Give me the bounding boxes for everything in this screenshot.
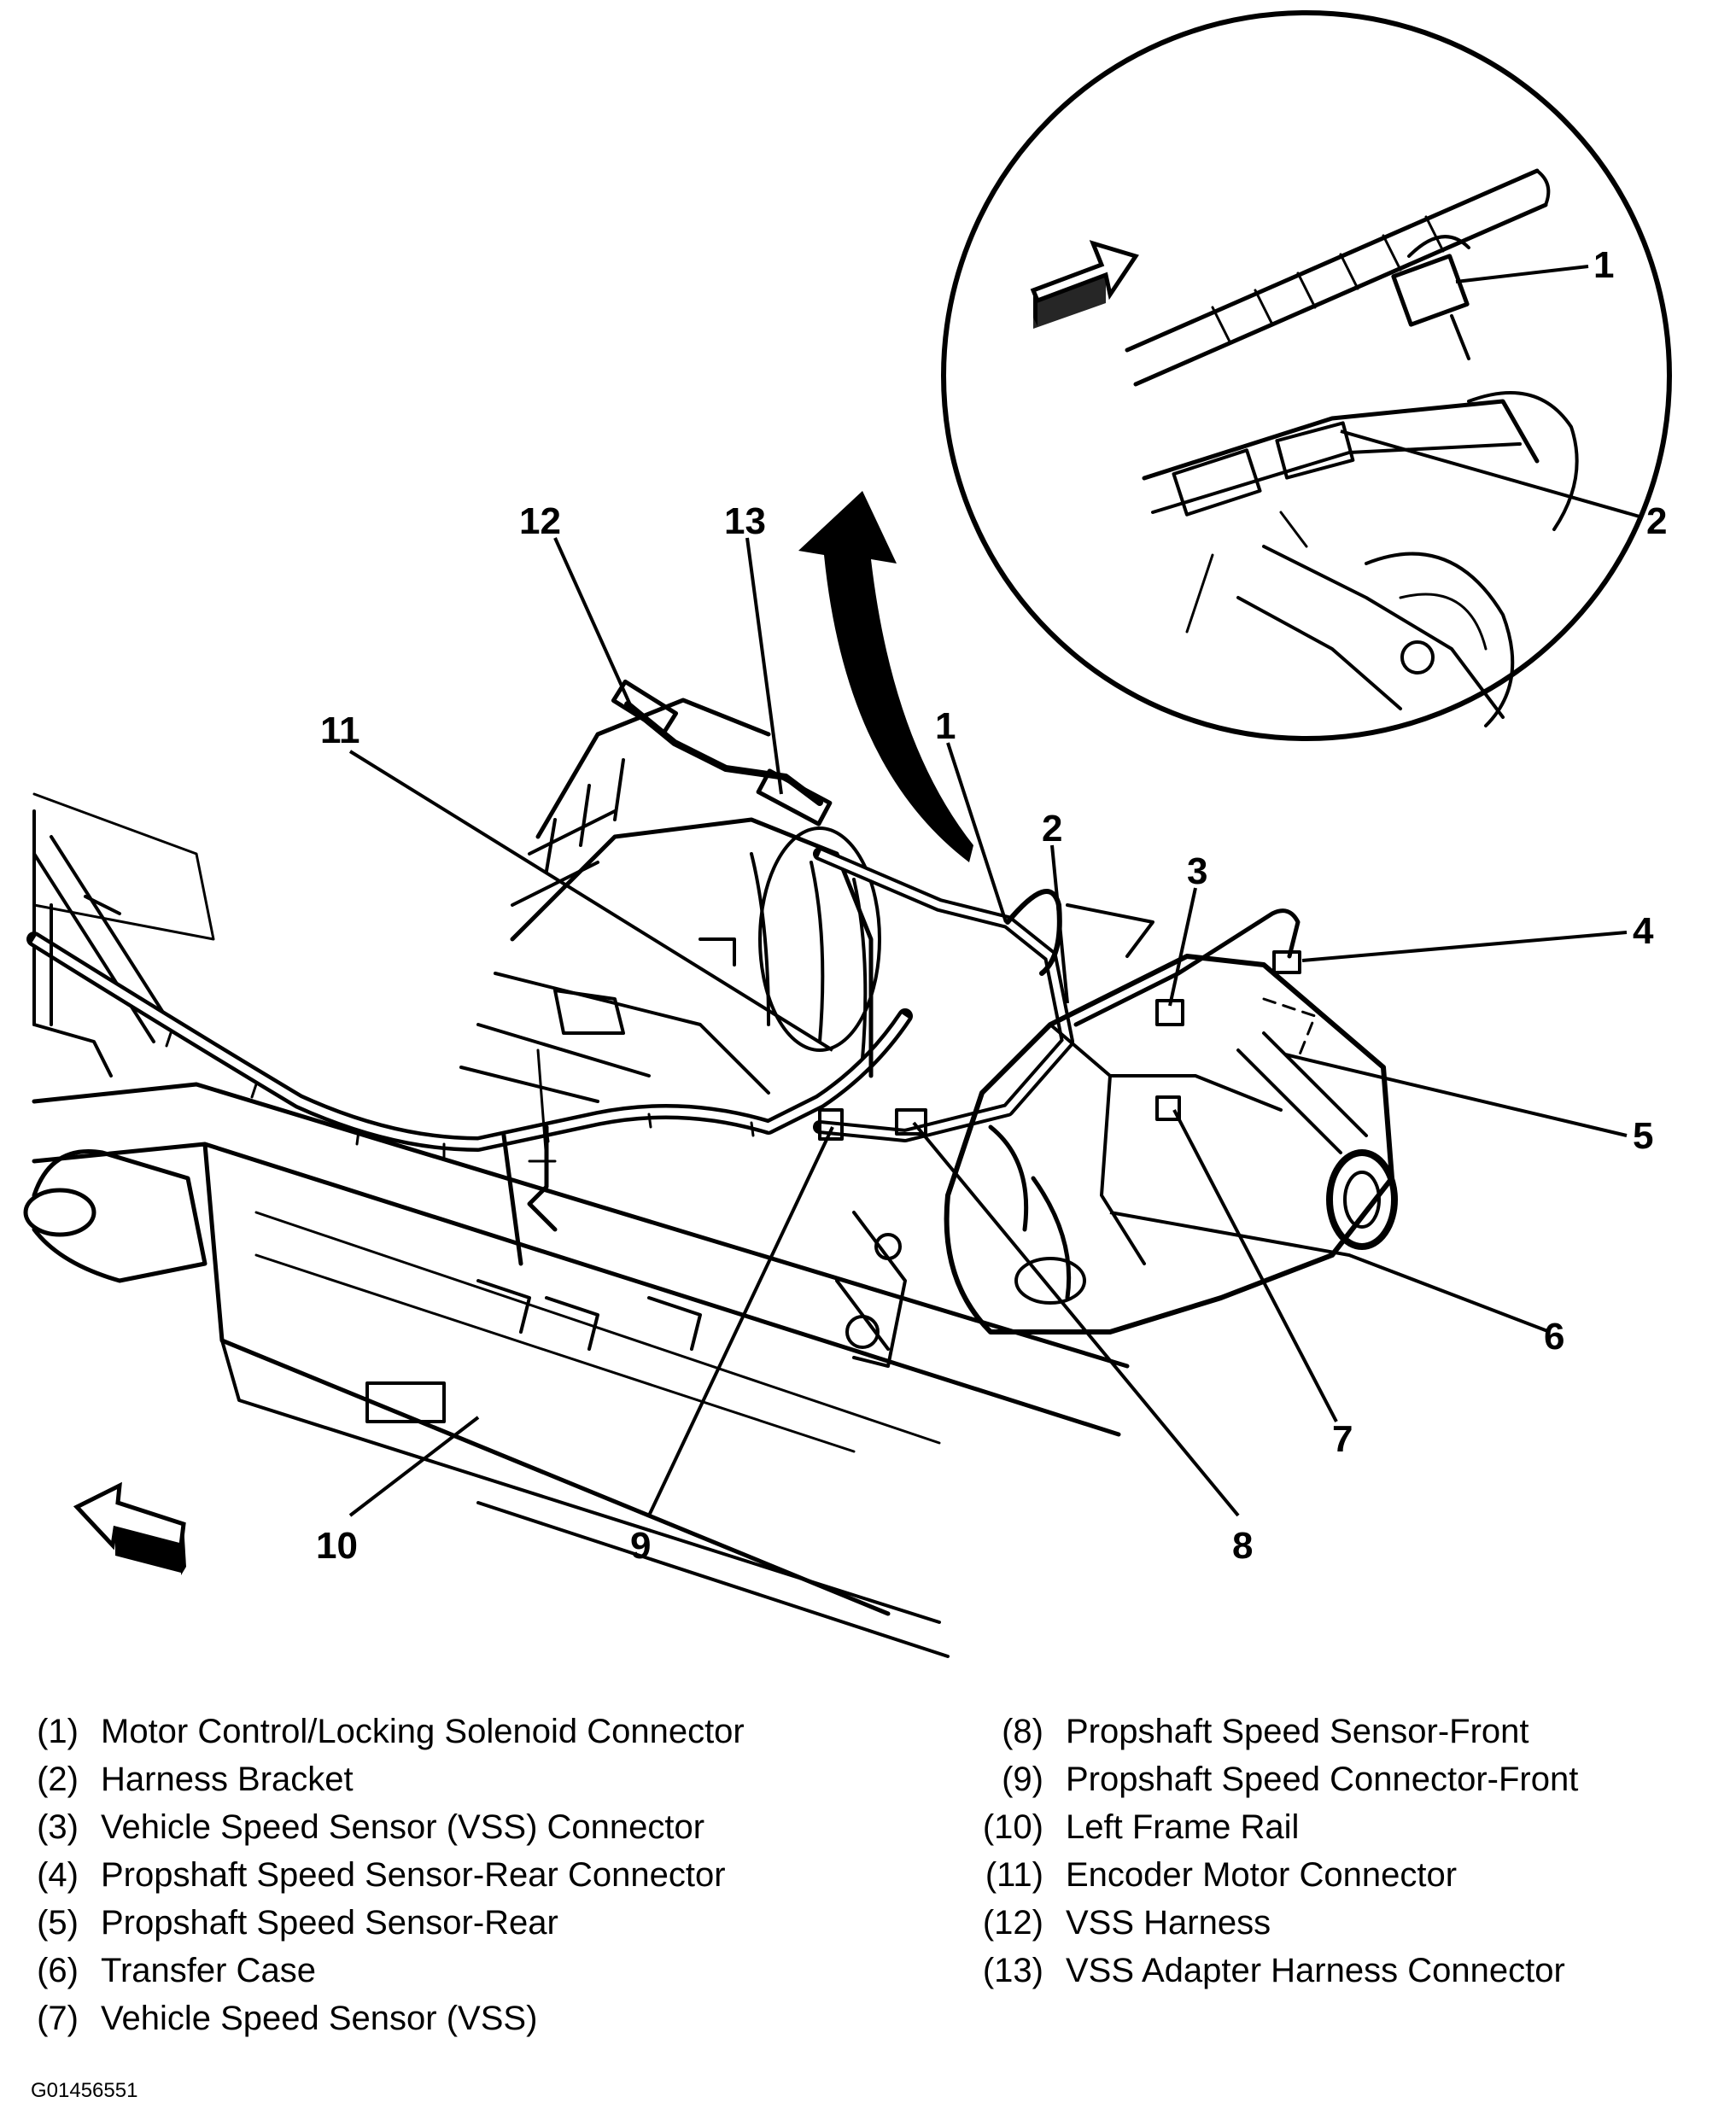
detail-arrow-icon <box>798 491 973 862</box>
legend-item: (10) Left Frame Rail <box>973 1803 1578 1851</box>
callout-11: 11 <box>320 710 360 751</box>
harness-main <box>26 932 913 1152</box>
legend-text: Left Frame Rail <box>1066 1808 1300 1846</box>
leader-10 <box>348 1416 480 1517</box>
legend-item: (5) Propshaft Speed Sensor-Rear <box>31 1899 745 1947</box>
legend-text: Harness Bracket <box>101 1761 354 1798</box>
legend-item: (7) Vehicle Speed Sensor (VSS) <box>31 1994 745 2042</box>
legend-item: (12) VSS Harness <box>973 1899 1578 1947</box>
legend-item: (2) Harness Bracket <box>31 1755 745 1803</box>
legend-text: Propshaft Speed Sensor-Front <box>1066 1713 1529 1750</box>
legend-text: Transfer Case <box>101 1952 316 1989</box>
callout-2: 2 <box>1042 808 1062 850</box>
callout-9: 9 <box>630 1525 651 1567</box>
legend-number: (10) <box>982 1808 1043 1846</box>
legend-right-column: (8) Propshaft Speed Sensor-Front (9) Props… <box>973 1708 1578 1994</box>
inset-leader-1 <box>1455 265 1589 283</box>
legend-text: Vehicle Speed Sensor (VSS) Connector <box>101 1808 705 1846</box>
callout-3: 3 <box>1187 850 1207 892</box>
legend-number: (4) <box>37 1856 79 1894</box>
leader-5 <box>1284 1053 1628 1137</box>
legend-item: (13) VSS Adapter Harness Connector <box>973 1947 1578 1994</box>
legend-left-column: (1) Motor Control/Locking Solenoid Connec… <box>31 1708 745 2042</box>
legend-text: Motor Control/Locking Solenoid Connector <box>101 1713 745 1750</box>
inset-leader-2 <box>1340 429 1640 518</box>
legend-text: Vehicle Speed Sensor (VSS) <box>101 2000 538 2037</box>
left-frame-rail <box>32 1082 1130 1616</box>
callout-10: 10 <box>316 1525 358 1567</box>
legend-item: (4) Propshaft Speed Sensor-Rear Connector <box>31 1851 745 1899</box>
callout-8: 8 <box>1232 1525 1253 1567</box>
legend-number: (12) <box>982 1904 1043 1942</box>
legend-text: Encoder Motor Connector <box>1066 1856 1458 1894</box>
legend-number: (1) <box>37 1713 79 1750</box>
legend-item: (9) Propshaft Speed Connector-Front <box>973 1755 1578 1803</box>
legend-number: (3) <box>37 1808 79 1846</box>
leader-12 <box>553 537 634 710</box>
legend-text: Propshaft Speed Connector-Front <box>1066 1761 1579 1798</box>
legend-text: VSS Adapter Harness Connector <box>1066 1952 1565 1989</box>
leader-8 <box>912 1121 1240 1517</box>
legend-item: (8) Propshaft Speed Sensor-Front <box>973 1708 1578 1755</box>
callout-6: 6 <box>1544 1316 1564 1358</box>
legend-item: (11) Encoder Motor Connector <box>973 1851 1578 1899</box>
legend-number: (5) <box>37 1904 79 1942</box>
leader-1 <box>946 742 1008 923</box>
legend-text: Propshaft Speed Sensor-Rear <box>101 1904 558 1942</box>
callout-12: 12 <box>519 500 561 542</box>
callout-13: 13 <box>724 500 766 542</box>
leader-7 <box>1172 1109 1338 1422</box>
leader-9 <box>647 1126 834 1516</box>
legend-number: (8) <box>1002 1713 1043 1750</box>
legend-number: (9) <box>1002 1761 1043 1798</box>
legend-item: (3) Vehicle Speed Sensor (VSS) Connector <box>31 1803 745 1851</box>
legend-item: (6) Transfer Case <box>31 1947 745 1994</box>
transfer-case <box>944 954 1394 1334</box>
leader-11 <box>348 750 834 1052</box>
legend-number: (13) <box>982 1952 1043 1989</box>
legend-number: (6) <box>37 1952 79 1989</box>
leader-6 <box>1109 1211 1551 1334</box>
leader-13 <box>745 537 783 795</box>
callout-5: 5 <box>1633 1115 1653 1157</box>
main-assembly <box>23 679 1398 1658</box>
leader-3 <box>1168 887 1197 1007</box>
callout-1: 1 <box>935 705 956 747</box>
legend-text: Propshaft Speed Sensor-Rear Connector <box>101 1856 726 1894</box>
callout-7: 7 <box>1332 1418 1353 1460</box>
inset-detail: 1 2 <box>941 10 1672 741</box>
legend-number: (11) <box>985 1856 1043 1894</box>
legend-text: VSS Harness <box>1066 1904 1271 1942</box>
legend-number: (2) <box>37 1761 79 1798</box>
leader-2 <box>1050 844 1069 1004</box>
inset-callout-2: 2 <box>1646 500 1667 542</box>
legend-item: (1) Motor Control/Locking Solenoid Connec… <box>31 1708 745 1755</box>
vss-harness <box>624 701 823 806</box>
callout-4: 4 <box>1633 910 1654 952</box>
callout-numbers: 12 13 11 1 2 3 4 5 6 7 8 9 10 <box>316 500 1654 1567</box>
transfer-case-wiring-diagram: 1 2 <box>23 10 1672 1658</box>
leader-lines <box>348 537 1628 1517</box>
inset-callout-1: 1 <box>1593 244 1614 286</box>
figure-id: G01456551 <box>31 2079 138 2102</box>
leader-4 <box>1301 931 1628 962</box>
inset-circle <box>941 10 1672 741</box>
legend-number: (7) <box>37 2000 79 2037</box>
